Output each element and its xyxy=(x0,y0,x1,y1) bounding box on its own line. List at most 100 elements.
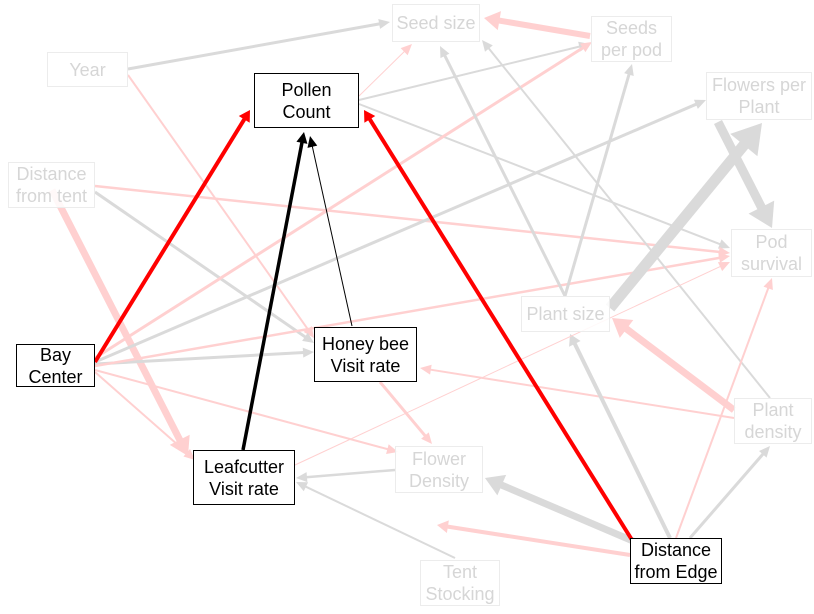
edge-line xyxy=(94,351,305,366)
edge-plant-density-to-seed-size xyxy=(482,40,771,399)
edge-distance-from-edge-to-plant-size xyxy=(569,334,672,539)
edge-bay-center-to-leafcutter-visit-rate xyxy=(94,371,195,460)
node-bay-center[interactable]: Bay Center xyxy=(16,344,95,387)
edge-plant-density-to-plant-size xyxy=(612,318,737,413)
node-flower-density-label: Flower Density xyxy=(408,448,470,491)
edge-arrowhead xyxy=(612,318,634,338)
node-pod-survival[interactable]: Pod survival xyxy=(731,229,812,277)
node-distance-from-tent[interactable]: Distance from tent xyxy=(8,162,95,208)
edge-line xyxy=(688,452,765,539)
edge-bay-center-to-honey-bee-visit-rate xyxy=(94,347,314,366)
node-flowers-per-plant-label: Flowers per Plant xyxy=(711,75,807,117)
edge-line xyxy=(93,117,247,364)
edge-arrowhead xyxy=(437,520,449,534)
edge-arrowhead xyxy=(482,40,493,52)
edge-line xyxy=(241,141,304,451)
edge-arrowhead xyxy=(624,64,634,76)
edge-line xyxy=(94,46,585,360)
edge-arrowhead xyxy=(400,44,412,56)
edge-seeds-per-pod-to-seed-size xyxy=(484,11,591,39)
edge-line xyxy=(358,103,722,246)
edge-line xyxy=(294,265,722,466)
edge-arrowhead xyxy=(580,42,592,53)
edge-arrowhead xyxy=(183,448,195,460)
node-distance-from-edge-label: Distance from Edge xyxy=(634,540,718,582)
node-tent-stocking[interactable]: Tent Stocking xyxy=(420,560,500,606)
node-leafcutter-visit-rate[interactable]: Leafcutter Visit rate xyxy=(193,450,295,505)
edge-arrowhead xyxy=(307,136,318,148)
node-seeds-per-pod[interactable]: Seeds per pod xyxy=(591,16,672,62)
edge-distance-from-edge-to-pod-survival xyxy=(675,278,773,539)
edge-line xyxy=(563,73,631,297)
node-seeds-per-pod-label: Seeds per pod xyxy=(600,18,663,60)
edge-leafcutter-visit-rate-to-pollen-count xyxy=(241,132,308,451)
edge-line xyxy=(367,117,634,542)
edge-line xyxy=(358,50,406,97)
edge-line xyxy=(446,524,631,557)
edge-line xyxy=(499,481,642,548)
edge-arrowhead xyxy=(717,239,730,249)
node-pollen-count[interactable]: Pollen Count xyxy=(254,73,359,128)
edge-bay-center-to-seeds-per-pod xyxy=(94,42,592,360)
edge-plant-size-to-seeds-per-pod xyxy=(563,64,634,297)
edge-arrowhead xyxy=(730,123,762,157)
node-distance-from-edge[interactable]: Distance from Edge xyxy=(630,538,722,584)
node-flower-density[interactable]: Flower Density xyxy=(395,446,483,493)
edge-line xyxy=(605,140,749,312)
edge-line xyxy=(311,145,353,327)
edge-arrowhead xyxy=(302,332,314,343)
node-seed-size[interactable]: Seed size xyxy=(392,4,480,42)
edge-leafcutter-visit-rate-to-pod-survival xyxy=(294,262,730,466)
edge-arrowhead xyxy=(718,252,730,263)
edge-arrowhead xyxy=(296,472,308,483)
edge-pollen-count-to-seed-size xyxy=(358,44,412,97)
edge-line xyxy=(497,17,591,39)
node-bay-center-label: Bay Center xyxy=(28,344,83,387)
node-plant-size-label: Plant size xyxy=(526,304,605,324)
edge-plant-density-to-honey-bee-visit-rate xyxy=(420,364,735,419)
edge-year-to-seed-size xyxy=(127,19,390,71)
edge-arrowhead xyxy=(485,474,507,496)
node-plant-size[interactable]: Plant size xyxy=(521,296,610,332)
edge-pollen-count-to-pod-survival xyxy=(358,103,730,249)
edge-line xyxy=(623,325,737,413)
edge-honey-bee-visit-rate-to-pollen-count xyxy=(307,136,353,327)
node-pollen-count-label: Pollen Count xyxy=(281,79,332,122)
edge-arrowhead xyxy=(569,334,581,347)
edge-arrowhead xyxy=(748,200,775,228)
edge-flowers-per-plant-to-pod-survival xyxy=(713,119,775,228)
edge-line xyxy=(127,22,381,71)
edge-arrowhead xyxy=(364,110,376,123)
node-flowers-per-plant[interactable]: Flowers per Plant xyxy=(706,72,812,120)
node-plant-density[interactable]: Plant density xyxy=(734,398,812,444)
edge-line xyxy=(675,287,770,539)
edge-pollen-count-to-seeds-per-pod xyxy=(358,41,590,101)
edge-arrowhead xyxy=(484,11,501,31)
edge-distance-from-edge-to-plant-density xyxy=(688,446,770,539)
edge-line xyxy=(443,54,567,297)
edge-arrowhead xyxy=(759,446,770,458)
edge-bay-center-to-pollen-count xyxy=(93,110,250,364)
edge-line xyxy=(713,119,766,211)
edge-line xyxy=(572,342,672,539)
node-pod-survival-label: Pod survival xyxy=(740,232,802,274)
edge-plant-size-to-seed-size xyxy=(440,46,567,297)
node-year[interactable]: Year xyxy=(47,52,128,87)
edge-arrowhead xyxy=(693,99,706,109)
edge-honey-bee-visit-rate-to-flower-density xyxy=(378,381,432,444)
edge-distance-from-tent-to-pod-survival xyxy=(94,184,730,257)
edge-arrowhead xyxy=(238,110,250,123)
node-honey-bee-visit-rate[interactable]: Honey bee Visit rate xyxy=(314,327,417,382)
node-honey-bee-visit-rate-label: Honey bee Visit rate xyxy=(321,333,410,376)
edge-line xyxy=(487,47,771,399)
edge-line xyxy=(94,184,721,254)
edge-line xyxy=(304,485,456,559)
edge-arrowhead xyxy=(763,278,773,291)
node-plant-density-label: Plant density xyxy=(744,400,802,442)
node-leafcutter-visit-rate-label: Leafcutter Visit rate xyxy=(203,456,285,499)
edge-line xyxy=(378,381,427,438)
edge-line xyxy=(48,188,184,443)
edge-line xyxy=(94,256,721,368)
edge-line xyxy=(94,369,389,451)
